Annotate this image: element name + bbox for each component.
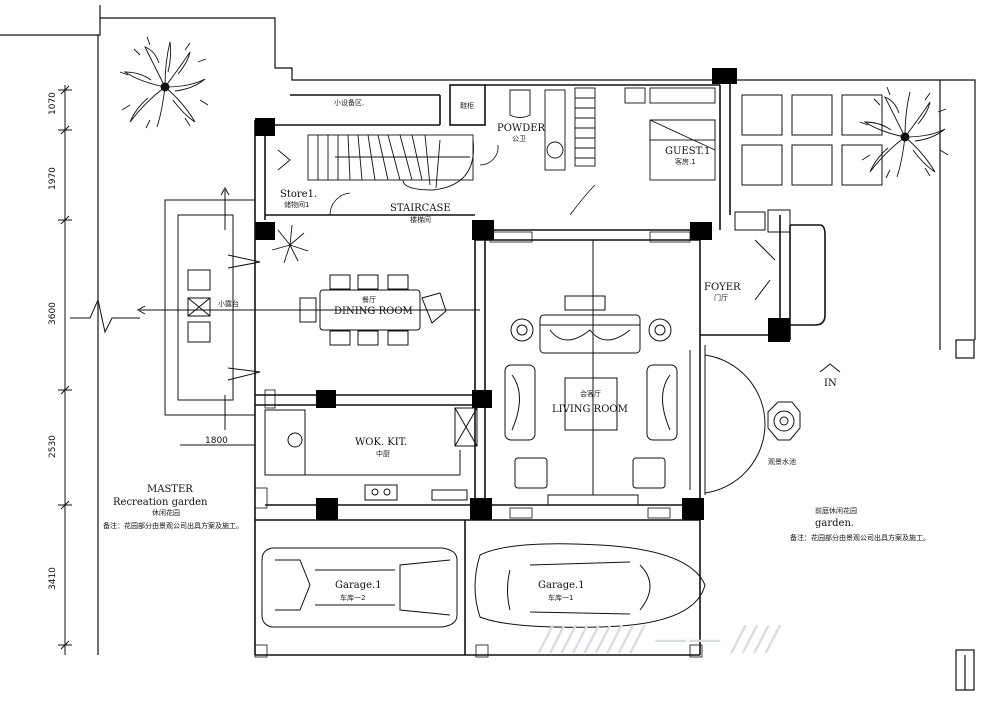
- guest-cn-label: 客房.1: [675, 157, 696, 166]
- guest-label: GUEST.1: [665, 146, 710, 157]
- powder-label: POWDER: [497, 123, 546, 134]
- wok-cn-label: 中厨: [376, 449, 390, 458]
- living-furniture: [504, 240, 678, 506]
- dimension-labels: 1070 1970 3600 2530 3410: [48, 92, 58, 590]
- front-garden-note: 备注：花园部分由景观公司出具方案及施工。: [790, 533, 930, 542]
- master-garden-title: MASTER: [147, 484, 193, 495]
- front-garden-title: garden.: [815, 518, 854, 529]
- garden-labels: MASTER Recreation garden 休闲花园 备注：花园部分由景观…: [103, 484, 930, 542]
- store-cn-label: 储物间1: [284, 200, 309, 209]
- dim-2530: 2530: [48, 435, 58, 458]
- foyer: [689, 209, 841, 495]
- paving-grid: [741, 94, 883, 186]
- foyer-cn-label: 门厅: [714, 293, 728, 302]
- doors: [329, 144, 596, 396]
- staircase: [277, 134, 474, 191]
- dim-3600: 3600: [48, 302, 58, 325]
- living-cn-label: 会客厅: [580, 389, 601, 398]
- balcony: [136, 186, 480, 446]
- kitchen: [264, 407, 478, 501]
- small-equipment-label: 小设备区.: [334, 98, 364, 107]
- garage-cars: [261, 543, 706, 628]
- room-labels: 小设备区. 鞋柜 Store1. 储物间1 STAIRCASE 楼梯间 POWD…: [218, 98, 796, 602]
- foyer-label: FOYER: [704, 282, 741, 293]
- dining-label: DINING ROOM: [334, 306, 413, 317]
- tree-icon-left: [119, 36, 209, 129]
- balcony-label: 小露台: [218, 299, 239, 308]
- dining-cn-label: 餐厅: [362, 295, 376, 304]
- garage-left-label: Garage.1: [335, 580, 382, 591]
- house-walls: [254, 80, 826, 656]
- dimension-line: [58, 85, 140, 655]
- powder-cn-label: 公卫: [512, 135, 526, 143]
- wall-columns: [255, 68, 790, 520]
- plant-icon: [271, 224, 309, 264]
- garage-left-cn-label: 车库一2: [340, 593, 365, 602]
- master-garden-note: 备注：花园部分由景观公司出具方案及施工。: [103, 521, 243, 530]
- staircase-cn-label: 楼梯间: [410, 215, 431, 224]
- staircase-label: STAIRCASE: [390, 203, 451, 214]
- hall-label: 鞋柜: [460, 101, 474, 110]
- dim-1800: 1800: [205, 436, 228, 446]
- dim-1970: 1970: [48, 167, 58, 190]
- tree-icon-right: [859, 86, 949, 179]
- store-label: Store1.: [280, 189, 317, 200]
- dim-1070: 1070: [48, 92, 58, 115]
- entry-label: IN: [824, 378, 837, 389]
- site-boundary: [0, 5, 976, 691]
- master-garden-subtitle: Recreation garden: [113, 497, 208, 508]
- garage-right-cn-label: 车库一1: [548, 593, 573, 602]
- watermark: ///////// —— ////: [537, 619, 782, 659]
- master-garden-cn: 休闲花园: [152, 508, 180, 517]
- powder-fixtures: [509, 87, 716, 181]
- garage-right-label: Garage.1: [538, 580, 585, 591]
- hatching: [254, 231, 703, 658]
- living-label: LIVING ROOM: [552, 404, 628, 415]
- wok-label: WOK. KIT.: [355, 437, 407, 448]
- front-garden-cn: 前庭休闲花园: [815, 506, 857, 515]
- fountain-label: 观景水池: [768, 457, 796, 466]
- dim-3410: 3410: [48, 567, 58, 590]
